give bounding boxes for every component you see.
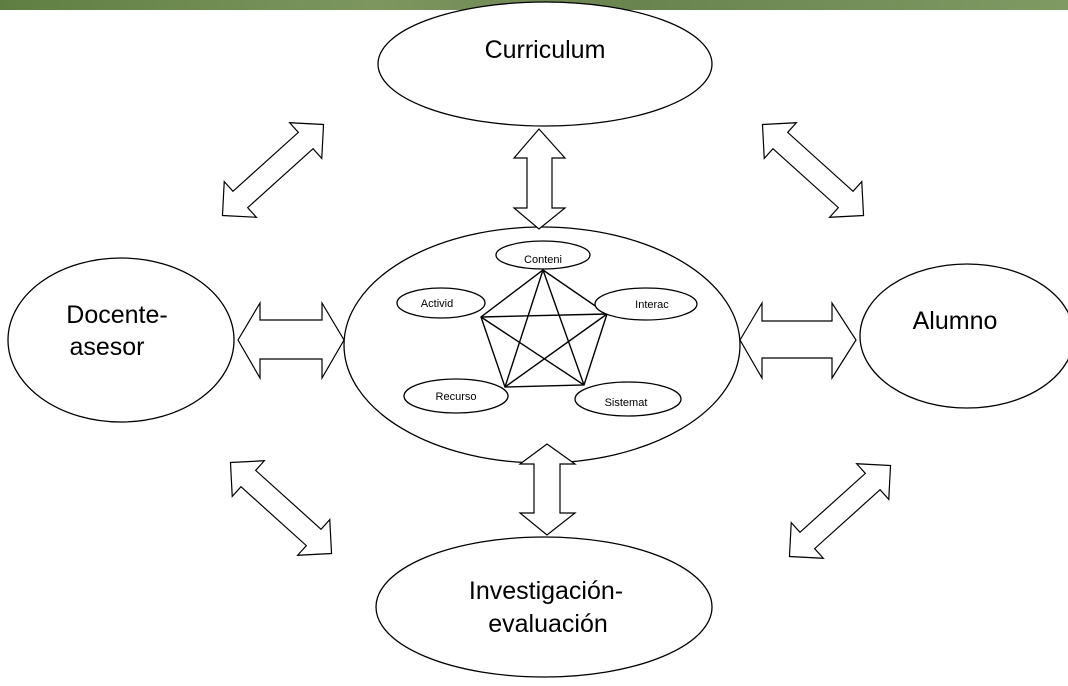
inner-node-interaccion: Interac [594,287,698,321]
node-curriculum-label: Curriculum [485,36,606,64]
star-line-2 [480,316,585,386]
node-alumno: Alumno [859,263,1068,409]
double-arrow-center-investigacion [518,443,577,536]
inner-node-sistematizacion: Sistemat [574,381,682,417]
node-docente-asesor: Docente- asesor [7,257,235,423]
node-curriculum: Curriculum [377,1,713,127]
inner-node-contenido: Conteni [495,240,591,270]
star-line-4 [504,313,608,388]
inner-node-interaccion-label: Interac [635,299,669,311]
star-line-1 [542,269,585,386]
node-alumno-label: Alumno [913,307,998,335]
inner-node-recurso: Recurso [403,378,509,414]
double-arrow-docente-center [237,300,345,381]
node-docente-label-2: asesor [69,333,144,361]
double-arrow-center-alumno [739,300,857,381]
node-docente-label-1: Docente- [66,301,167,329]
inner-node-sistematizacion-label: Sistemat [605,397,648,409]
double-arrow-docente-investigacion [229,460,333,556]
node-investigacion-evaluacion: Investigación- evaluación [375,536,713,678]
inner-node-recurso-label: Recurso [436,391,477,403]
node-investigacion-label-1: Investigación- [469,577,623,605]
double-arrow-curriculum-center [512,128,567,230]
double-arrow-docente-curriculum [221,122,325,218]
inner-node-contenido-label: Conteni [524,254,562,266]
star-line-5 [504,269,544,388]
inner-node-actividad-label: Activid [421,298,453,310]
double-arrow-alumno-investigacion [788,463,892,559]
double-arrow-curriculum-alumno [761,122,865,218]
inner-node-actividad: Activid [396,287,486,319]
star-line-3 [480,313,608,318]
node-investigacion-label-2: evaluación [488,610,608,638]
